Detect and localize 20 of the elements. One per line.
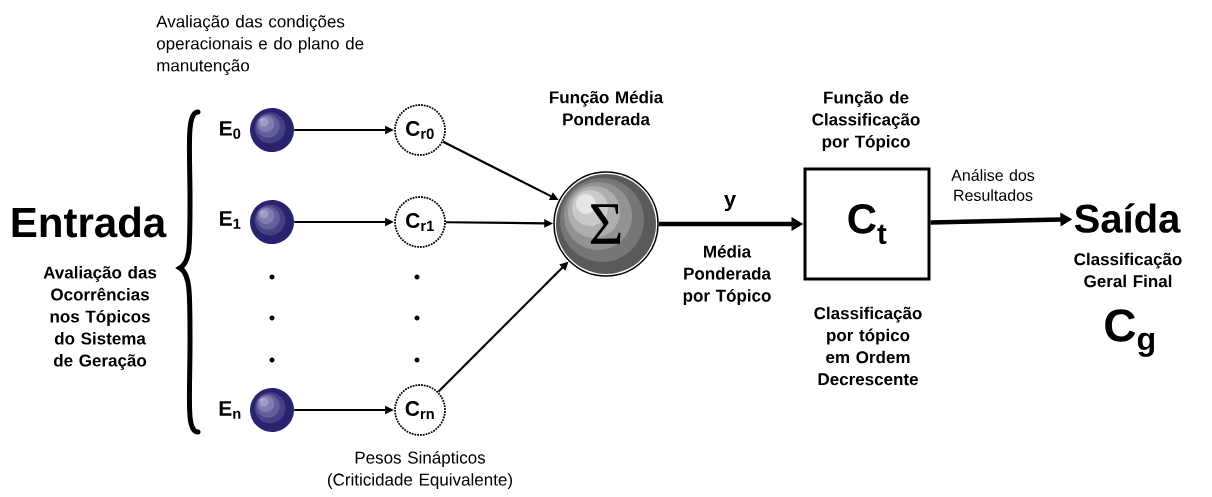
output-caption: C$_{g}$ — [1105, 309, 1155, 357]
input-label: E$_{1}$ — [220, 211, 241, 229]
sphere — [250, 108, 294, 152]
section-title: Entrada — [12, 206, 167, 238]
section-subtitle: Avaliação das Ocorrências nos Tópicos do Sistema de Geração — [43, 266, 157, 370]
input-label: E$_{0}$ — [220, 121, 241, 139]
output-title: Saída — [1074, 203, 1181, 233]
sphere — [250, 200, 294, 244]
note-text: Avaliação das condições operacionais e do plano de manutenção — [156, 15, 364, 75]
edge-label: y — [724, 194, 736, 212]
note-text: Pesos Sinápticos (Criticidade Equivalente) — [328, 450, 512, 489]
edge-label: Análise dos Resultados — [951, 169, 1035, 201]
sphere — [250, 388, 294, 432]
node-caption: Classificação por tópico em Ordem Decrescente — [814, 306, 922, 386]
output-caption: Média Ponderada por Tópico — [683, 245, 772, 305]
node-caption: Função de Classificação por Tópico — [812, 91, 920, 151]
node-caption: Função Média Ponderada — [550, 90, 664, 126]
function-box: C$_{t}$ — [803, 167, 931, 281]
input-label: E$_{n}$ — [219, 401, 241, 419]
output-caption: Classificação Geral Final — [1074, 252, 1182, 288]
